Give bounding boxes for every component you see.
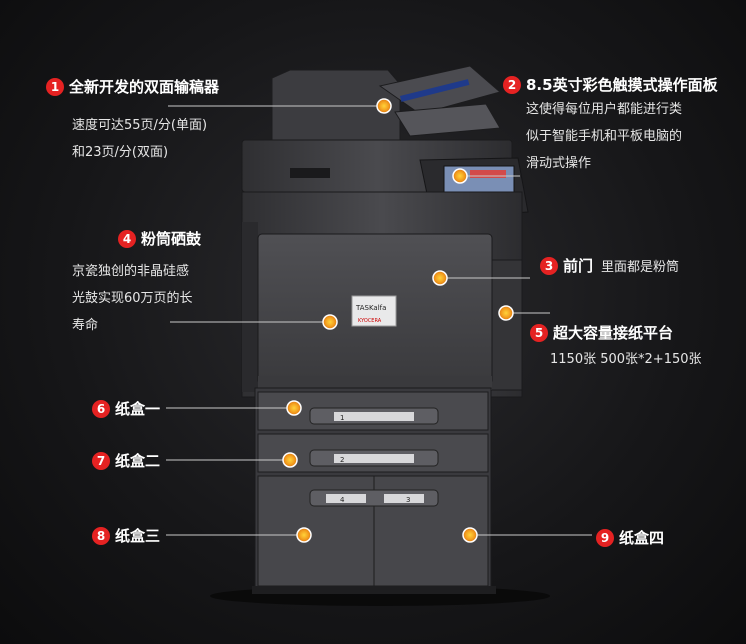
callout-5-desc-line-1: 1150张 500张*2+150张 xyxy=(550,352,702,367)
marker-3 xyxy=(432,270,448,286)
callout-5-badge: 5 xyxy=(530,323,548,342)
markers xyxy=(282,98,514,543)
callout-6: 6 纸盒一 xyxy=(92,398,160,419)
connector-lines xyxy=(166,105,592,536)
marker-6 xyxy=(286,400,302,416)
drawer-number-4: 3 xyxy=(406,496,410,504)
callout-2-badge: 2 xyxy=(503,75,521,94)
callout-3-title: 前门 xyxy=(563,257,594,275)
callout-4-desc-line-1: 京瓷独创的非晶硅感 xyxy=(72,264,190,279)
marker-1 xyxy=(376,98,392,114)
panel-screen-highlight xyxy=(470,170,506,178)
drawer-label-2 xyxy=(334,454,414,463)
callout-9-title: 纸盒四 xyxy=(619,529,665,547)
drawer-number-1: 1 xyxy=(340,414,344,422)
model-badge xyxy=(351,295,397,327)
callout-7: 7 纸盒二 xyxy=(92,450,160,471)
callout-2-desc: 这使得每位用户都能进行类 似于智能手机和平板电脑的 滑动式操作 xyxy=(526,96,682,177)
left-panel xyxy=(242,222,258,392)
callout-4-title: 粉筒硒鼓 xyxy=(141,230,202,248)
callout-1-badge: 1 xyxy=(46,77,64,96)
marker-4 xyxy=(322,314,338,330)
paper-slot xyxy=(290,168,330,178)
callout-1-desc-line-2: 和23页/分(双面) xyxy=(72,145,169,160)
drawer-label-3 xyxy=(326,494,366,503)
output-tray xyxy=(394,103,501,137)
callout-4-desc: 京瓷独创的非晶硅感 光鼓实现60万页的长 寿命 xyxy=(72,258,193,339)
brand-text: KYOCERA xyxy=(358,318,382,324)
feeder-accent xyxy=(400,79,470,102)
machine-base xyxy=(252,586,496,594)
marker-5 xyxy=(498,305,514,321)
callout-6-badge: 6 xyxy=(92,399,110,418)
marker-8 xyxy=(296,527,312,543)
callout-1-title: 全新开发的双面输稿器 xyxy=(69,78,220,96)
side-bypass xyxy=(489,259,523,391)
drawer-number-2: 2 xyxy=(340,456,344,464)
callout-8-badge: 8 xyxy=(92,526,110,545)
callout-8: 8 纸盒三 xyxy=(92,525,160,546)
marker-7 xyxy=(282,452,298,468)
callout-2: 2 8.5英寸彩色触摸式操作面板 xyxy=(503,74,718,95)
callout-6-title: 纸盒一 xyxy=(115,400,161,418)
callout-3-badge: 3 xyxy=(540,256,558,275)
callout-2-desc-line-2: 似于智能手机和平板电脑的 xyxy=(526,129,683,144)
callout-5: 5 超大容量接纸平台 xyxy=(530,322,673,343)
marker-9 xyxy=(462,527,478,543)
callout-4: 4 粉筒硒鼓 xyxy=(118,228,201,249)
callout-4-badge: 4 xyxy=(118,229,136,248)
callout-2-desc-line-1: 这使得每位用户都能进行类 xyxy=(526,102,683,117)
callout-1-desc: 速度可达55页/分(单面) 和23页/分(双面) xyxy=(72,112,207,166)
callout-1: 1 全新开发的双面输稿器 xyxy=(46,76,219,97)
drawer-label-4 xyxy=(384,494,424,503)
callout-8-title: 纸盒三 xyxy=(115,527,161,545)
callout-5-title: 超大容量接纸平台 xyxy=(553,324,674,342)
callout-4-desc-line-2: 光鼓实现60万页的长 xyxy=(72,291,193,306)
front-door-lower xyxy=(258,376,492,390)
marker-2 xyxy=(452,168,468,184)
callout-7-title: 纸盒二 xyxy=(115,452,161,470)
callout-5-desc: 1150张 500张*2+150张 xyxy=(550,346,702,373)
drawer-label-1 xyxy=(334,412,414,421)
callout-3: 3 前门里面都是粉筒 xyxy=(540,255,679,276)
callout-7-badge: 7 xyxy=(92,451,110,470)
model-badge-text: TASKalfa xyxy=(355,304,386,312)
callout-4-desc-line-3: 寿命 xyxy=(72,318,99,333)
callout-2-desc-line-3: 滑动式操作 xyxy=(526,156,592,171)
callout-2-title: 8.5英寸彩色触摸式操作面板 xyxy=(526,76,718,94)
callout-3-note: 里面都是粉筒 xyxy=(601,260,680,275)
callout-9: 9 纸盒四 xyxy=(596,527,664,548)
callout-1-desc-line-1: 速度可达55页/分(单面) xyxy=(72,118,208,133)
drawer-number-3: 4 xyxy=(340,496,345,504)
callout-9-badge: 9 xyxy=(596,528,614,547)
